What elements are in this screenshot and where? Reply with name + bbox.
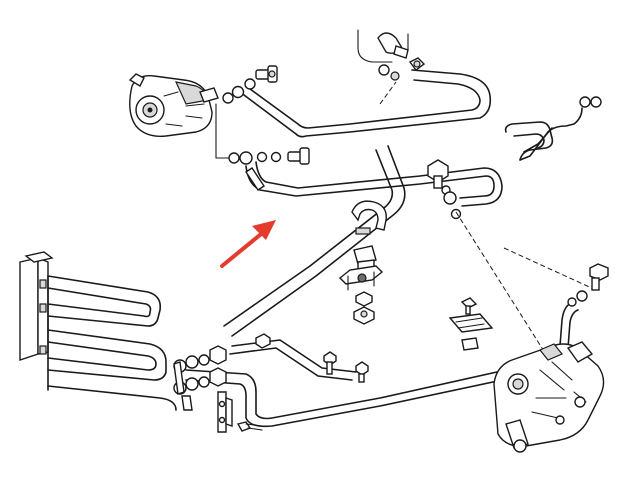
nut (353, 291, 375, 325)
fluid-reservoir (357, 29, 426, 81)
mounting-bracket (217, 391, 233, 433)
power-steering-pump (128, 73, 219, 137)
mounting-bracket (338, 245, 384, 291)
retaining-clip (460, 297, 478, 315)
retaining-plate (448, 313, 494, 351)
red-arrow-icon (220, 220, 276, 268)
sealing-washer (222, 78, 282, 165)
retaining-clip (504, 96, 602, 161)
return-hose (239, 69, 492, 138)
oil-cooler (19, 251, 177, 411)
return-hose (229, 339, 357, 381)
banjo-bolt (255, 65, 310, 165)
banjo-bolt (427, 159, 462, 220)
steering-gear-box (493, 341, 605, 453)
banjo-bolt (567, 263, 609, 307)
screw (236, 333, 369, 432)
high-pressure-hose (245, 161, 503, 207)
leader-line (503, 247, 597, 291)
hose-clamp (351, 200, 387, 235)
leader-line (215, 103, 229, 159)
nut (173, 345, 227, 411)
high-pressure-hose (185, 301, 579, 428)
